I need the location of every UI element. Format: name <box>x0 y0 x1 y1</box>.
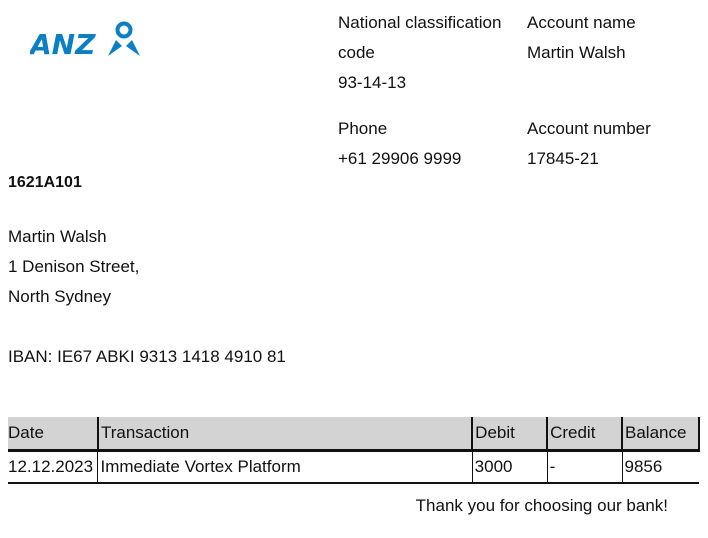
address-city: North Sydney <box>8 287 111 306</box>
thank-you-message: Thank you for choosing our bank! <box>415 496 668 515</box>
header-date: Date <box>8 417 98 452</box>
phone-label: Phone <box>338 119 388 138</box>
account-number-value: 17845-21 <box>527 149 599 168</box>
cell-credit: - <box>546 450 622 484</box>
cell-balance: 9856 <box>621 450 699 484</box>
ncc-value: 93-14-13 <box>338 73 407 92</box>
account-number-label: Account number <box>527 119 651 138</box>
iban: IBAN: IE67 ABKI 9313 1418 4910 81 <box>8 347 286 366</box>
logo-text: ANZ <box>30 28 96 60</box>
phone-value: +61 29906 9999 <box>338 149 462 168</box>
anz-logo-icon: ANZ <box>28 21 140 61</box>
header-credit: Credit <box>546 417 622 452</box>
phone-block: Phone +61 29906 9999 <box>338 114 518 174</box>
customer-address: Martin Walsh 1 Denison Street, North Syd… <box>8 222 139 312</box>
address-street: 1 Denison Street, <box>8 257 140 276</box>
table-header-row: Date Transaction Debit Credit Balance <box>8 417 700 452</box>
ncc-block: National classification code 93-14-13 <box>338 8 518 98</box>
transactions-table: Date Transaction Debit Credit Balance 12… <box>8 417 700 484</box>
account-number-block: Account number 17845-21 <box>527 114 697 174</box>
statement-reference: 1621A101 <box>8 174 82 191</box>
table-row: 12.12.2023 Immediate Vortex Platform 300… <box>8 450 699 484</box>
ncc-label: National classification code <box>338 13 502 62</box>
cell-transaction: Immediate Vortex Platform <box>97 450 473 484</box>
header-debit: Debit <box>471 417 548 452</box>
account-name-block: Account name Martin Walsh <box>527 8 697 68</box>
anz-logo: ANZ <box>28 20 142 61</box>
account-name-label: Account name <box>527 13 636 32</box>
cell-date: 12.12.2023 <box>8 450 98 484</box>
account-name-value: Martin Walsh <box>527 43 626 62</box>
cell-debit: 3000 <box>471 450 548 484</box>
address-name: Martin Walsh <box>8 227 107 246</box>
header-transaction: Transaction <box>96 417 473 452</box>
header-balance: Balance <box>621 417 700 452</box>
